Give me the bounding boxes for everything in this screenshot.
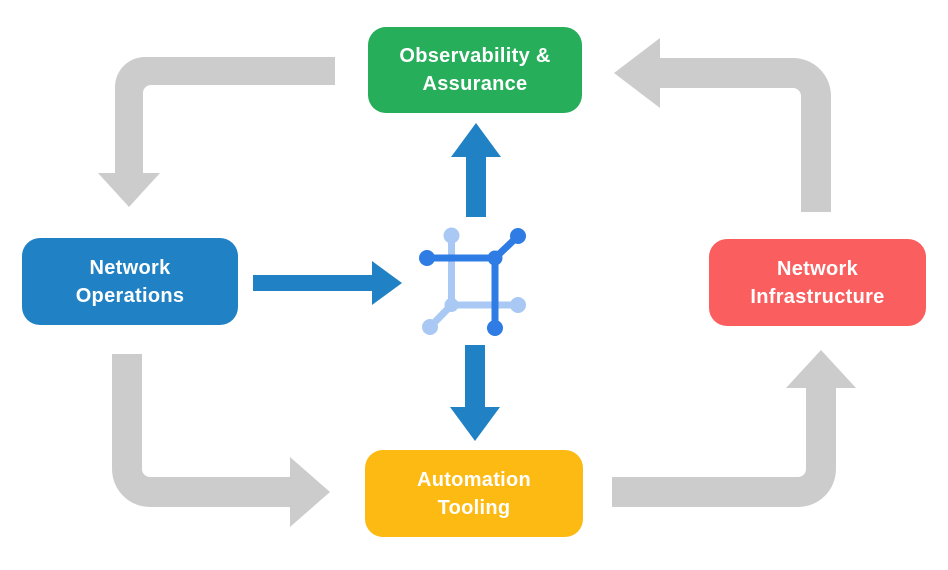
- node-network-operations: Network Operations: [22, 238, 238, 325]
- arrow-automation-to-infrastructure: [612, 350, 856, 507]
- arrow-operations-to-automation: [112, 354, 330, 527]
- mesh-light-nodes: [422, 227, 526, 335]
- node-label-line1: Network: [89, 256, 171, 279]
- node-label-line2: Tooling: [437, 496, 511, 519]
- node-label-line1: Network: [776, 257, 858, 280]
- node-label-line2: Infrastructure: [750, 285, 885, 308]
- mesh-dark-nodes: [419, 228, 526, 336]
- arrow-observability-to-operations: [98, 57, 335, 207]
- node-label-line2: Assurance: [422, 73, 528, 95]
- network-mesh-icon: [419, 227, 526, 336]
- node-label-line1: Automation: [416, 468, 532, 491]
- node-network-infrastructure: Network Infrastructure: [709, 239, 926, 326]
- node-automation-tooling: Automation Tooling: [365, 450, 583, 537]
- arrow-center-to-observability: [451, 123, 501, 217]
- node-label-line1: Observability &: [399, 45, 551, 67]
- arrow-center-to-automation: [450, 345, 500, 441]
- arrow-operations-to-center: [253, 261, 402, 305]
- node-label-line2: Operations: [75, 284, 185, 307]
- node-observability-assurance: Observability & Assurance: [368, 27, 582, 113]
- arrow-infrastructure-to-observability: [614, 38, 831, 212]
